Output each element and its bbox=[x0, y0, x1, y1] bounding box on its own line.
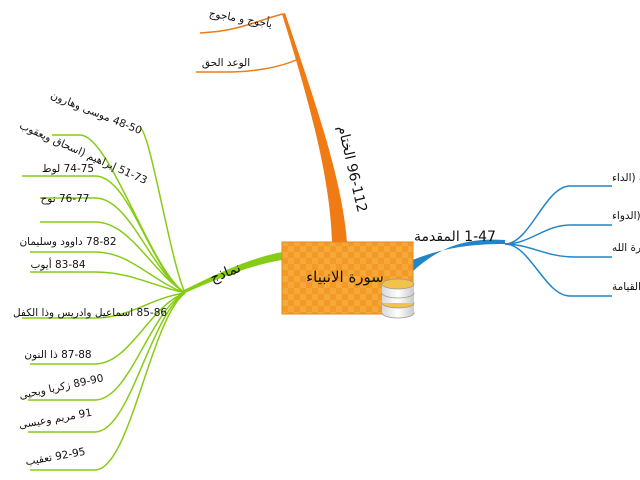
models-children: 48-50 موسى وهارون 51-73 إبراهيم (اسحاق و… bbox=[13, 89, 167, 468]
branch-models-connector bbox=[184, 252, 282, 293]
models-child[interactable]: 87-88 ذا النون bbox=[24, 349, 91, 361]
central-topic[interactable]: سورة الانبياء bbox=[281, 241, 415, 319]
intro-children: الغفلة (الداء الوحي (الدواء قدرة الله يو… bbox=[612, 172, 640, 293]
models-top-curve bbox=[139, 127, 186, 294]
branch-models-label[interactable]: نماذج bbox=[208, 260, 243, 287]
models-child[interactable]: 76-77 نوح bbox=[41, 193, 90, 205]
database-icon bbox=[381, 278, 415, 319]
intro-subbranches bbox=[504, 185, 612, 297]
ending-subbranches bbox=[196, 13, 297, 73]
models-child[interactable]: 89-90 زكريا ويحيى bbox=[18, 372, 104, 402]
models-child[interactable]: 85-86 اسماعيل وادريس وذا الكفل bbox=[13, 307, 167, 319]
intro-child[interactable]: يوم القيامة bbox=[612, 281, 640, 293]
ending-children: يأجوج و ماجوج الوعد الحق bbox=[202, 6, 274, 69]
central-topic-title: سورة الانبياء bbox=[306, 268, 384, 286]
models-child[interactable]: 83-84 أيوب bbox=[30, 257, 85, 271]
intro-child[interactable]: الوحي (الدواء bbox=[612, 210, 640, 222]
ending-child[interactable]: الوعد الحق bbox=[202, 57, 250, 69]
models-child[interactable]: 92-95 تعقيب bbox=[25, 446, 87, 468]
models-child[interactable]: 48-50 موسى وهارون bbox=[49, 89, 144, 137]
models-subbranches bbox=[22, 134, 186, 471]
models-child[interactable]: 91 مريم وعيسى bbox=[18, 407, 93, 432]
intro-child[interactable]: قدرة الله bbox=[612, 242, 640, 254]
models-child[interactable]: 74-75 لوط bbox=[42, 163, 94, 175]
models-child[interactable]: 78-82 داوود وسليمان bbox=[19, 236, 116, 248]
branch-intro-label[interactable]: 1-47 المقدمة bbox=[414, 229, 496, 245]
branch-intro-connector bbox=[408, 239, 505, 276]
intro-child[interactable]: الغفلة (الداء bbox=[612, 172, 640, 184]
branch-ending-connector bbox=[282, 13, 347, 242]
